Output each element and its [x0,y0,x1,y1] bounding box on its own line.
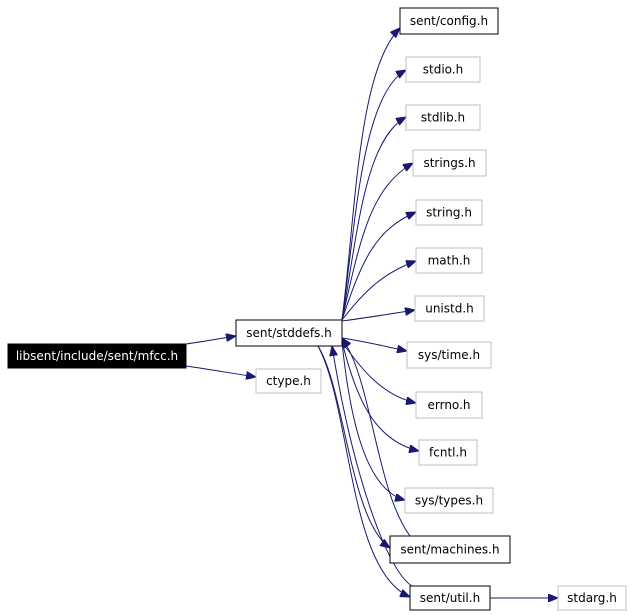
node-label-stdlib: stdlib.h [421,111,465,125]
node-box-systypes [404,487,494,514]
node-label-unistd: unistd.h [425,302,474,316]
edge-root-to-stddefs [185,336,236,345]
edge-stddefs-to-unistd [341,310,415,322]
node-strings[interactable]: strings.h [412,149,487,177]
node-box-ctype [255,368,322,394]
node-config[interactable]: sent/config.h [399,7,499,35]
edge-stddefs-to-math [341,261,416,321]
node-root: libsent/include/sent/mfcc.h [7,343,187,369]
edge-stddefs-to-config [341,28,400,321]
node-label-stddefs: sent/stddefs.h [246,326,331,340]
node-box-string [415,199,483,226]
node-box-util [409,585,491,611]
edge-stddefs-to-errno [341,341,416,403]
edge-stddefs-to-stdlib [341,117,406,321]
node-util[interactable]: sent/util.h [409,585,491,611]
node-errno[interactable]: errno.h [415,391,483,419]
node-label-stdarg: stdarg.h [567,591,617,605]
node-label-math: math.h [428,254,471,268]
node-box-fcntl [418,439,478,466]
edges-layer [185,28,558,598]
edge-root-to-ctype [185,365,256,377]
edge-stddefs-to-fcntl [341,341,419,451]
node-unistd[interactable]: unistd.h [414,295,485,322]
node-box-math [415,247,483,274]
node-systime[interactable]: sys/time.h [406,341,492,369]
edge-machines-to-stddefs [342,338,411,537]
edge-util-to-stddefs [332,346,413,587]
node-math[interactable]: math.h [415,247,483,274]
node-label-systypes: sys/types.h [415,494,483,508]
node-box-stdlib [405,104,481,131]
node-box-stddefs [235,319,343,347]
node-box-systime [406,341,492,369]
node-stdarg[interactable]: stdarg.h [557,585,627,611]
node-box-errno [415,391,483,419]
node-box-stdio [405,56,481,83]
node-label-string: string.h [426,206,472,220]
edge-stddefs-to-string [341,212,416,321]
nodes-layer: libsent/include/sent/mfcc.h sent/stddefs.… [7,7,627,611]
node-label-systime: sys/time.h [418,348,480,362]
node-string[interactable]: string.h [415,199,483,226]
node-machines[interactable]: sent/machines.h [389,535,511,564]
edge-stddefs-to-strings [341,163,413,321]
node-label-util: sent/util.h [420,591,480,605]
node-box-strings [412,149,487,177]
node-label-errno: errno.h [428,398,471,412]
node-box-root [7,343,187,369]
node-label-strings: strings.h [423,156,475,170]
edge-stddefs-to-systypes [341,341,405,500]
node-box-unistd [414,295,485,322]
node-box-config [399,7,499,35]
node-stddefs[interactable]: sent/stddefs.h [235,319,343,347]
node-ctype[interactable]: ctype.h [255,368,322,394]
node-stdlib[interactable]: stdlib.h [405,104,481,131]
node-systypes[interactable]: sys/types.h [404,487,494,514]
node-label-ctype: ctype.h [266,374,311,388]
node-fcntl[interactable]: fcntl.h [418,439,478,466]
node-label-machines: sent/machines.h [400,543,499,557]
edge-stddefs-to-systime [341,337,407,351]
node-label-stdio: stdio.h [423,63,463,77]
node-box-machines [389,535,511,564]
node-label-fcntl: fcntl.h [429,446,467,460]
node-label-config: sent/config.h [410,14,488,28]
edge-stddefs-to-machines [317,345,390,548]
node-label-root: libsent/include/sent/mfcc.h [16,349,178,363]
edge-stddefs-to-stdio [341,70,406,321]
node-stdio[interactable]: stdio.h [405,56,481,83]
node-box-stdarg [557,585,627,611]
edge-stddefs-to-util [317,345,410,597]
